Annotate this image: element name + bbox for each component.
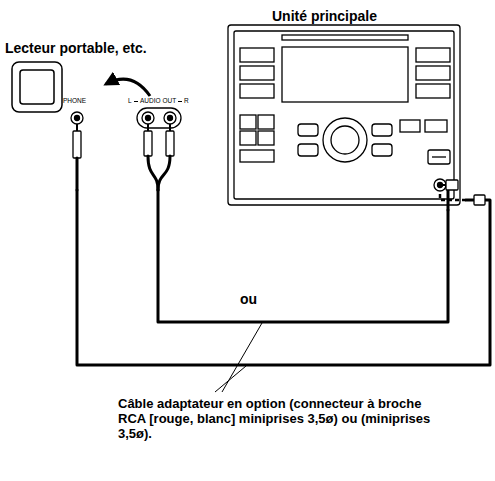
button (240, 115, 256, 129)
player-body (12, 62, 62, 112)
plug-tip (169, 124, 171, 131)
button (372, 144, 392, 156)
mini-plug (474, 195, 485, 205)
rca-jack (164, 112, 176, 124)
phone-jack-hole (75, 116, 80, 121)
alternative-word: ou (240, 292, 257, 307)
usb-slot (432, 156, 446, 157)
button (372, 124, 392, 136)
jack-label: R (184, 97, 189, 104)
button (240, 131, 256, 145)
aux-plug (446, 180, 458, 190)
head-unit: Unité principale (222, 5, 466, 210)
button (240, 48, 274, 62)
button (240, 84, 274, 98)
label-dash (134, 101, 138, 102)
button (258, 131, 274, 145)
leader-line (222, 323, 262, 392)
cable (158, 156, 170, 190)
leader-line (215, 366, 246, 392)
usb-port (428, 150, 450, 164)
rca-jack-frame (137, 108, 181, 128)
button (400, 120, 420, 132)
unit-faceplate (234, 31, 454, 199)
node-heading: Unité principale (272, 8, 377, 24)
label-dash (178, 101, 182, 102)
button (258, 115, 274, 129)
cd-slot (282, 35, 408, 40)
node-heading: Lecteur portable, etc. (5, 40, 147, 56)
rca-plug (144, 131, 152, 156)
phone-jack (71, 112, 83, 124)
portable-player-icon (12, 62, 62, 112)
rca-jack (142, 112, 154, 124)
plug-tip (147, 124, 149, 131)
adapter-cable (77, 190, 490, 365)
cable-caption: Câble adaptateur en option (connecteur à… (118, 396, 448, 441)
unit-housing (228, 25, 460, 205)
volume-knob-center (331, 126, 359, 154)
display (282, 47, 408, 102)
portable-player: Lecteur portable, etc. (5, 35, 195, 190)
jack-label: PHONE (63, 97, 86, 104)
rca-jack-hole (168, 116, 173, 121)
jack-panel (71, 108, 181, 128)
dashed-cable (440, 192, 466, 200)
button (240, 150, 274, 162)
button (298, 124, 318, 136)
button (416, 66, 450, 80)
cable (148, 156, 158, 190)
volume-knob (323, 118, 367, 162)
rca-plug (166, 131, 174, 156)
rca-jack-hole (146, 116, 151, 121)
button (416, 48, 450, 62)
jack-label: L (128, 97, 132, 104)
head-unit-drawing (228, 25, 460, 205)
cable (76, 158, 79, 190)
plug-tip (76, 124, 78, 131)
button (240, 66, 274, 80)
player-screen (20, 70, 54, 104)
button (416, 84, 450, 98)
aux-jack (434, 179, 446, 191)
plug-tip (441, 184, 446, 186)
button (425, 120, 447, 132)
adapter-cable (158, 190, 448, 322)
direction-arrow (106, 79, 150, 96)
jack-label: AUDIO OUT (140, 97, 176, 104)
phone-plug (73, 131, 81, 158)
button (298, 144, 318, 156)
